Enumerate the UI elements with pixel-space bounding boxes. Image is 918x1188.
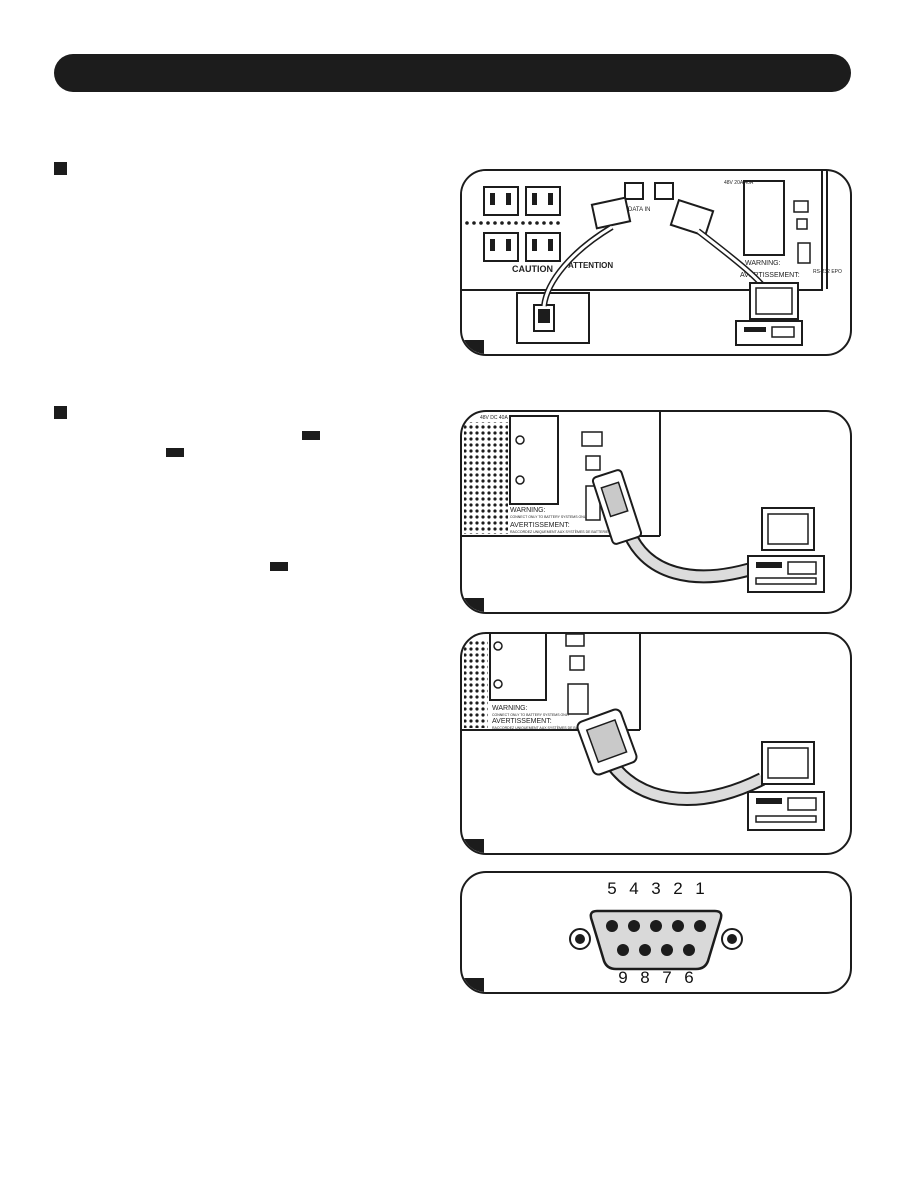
pin-number: 9 (618, 968, 628, 987)
section-header-bar (54, 54, 851, 92)
pin-number: 8 (640, 968, 650, 987)
serial-illustration: WARNING: CONNECT ONLY TO BATTERY SYSTEMS… (462, 634, 825, 831)
figure-ref-tag (270, 562, 288, 571)
figure-tag (462, 978, 484, 992)
pin-number: 1 (695, 879, 705, 898)
db9-connector-diagram (569, 909, 743, 971)
figure-ref-tag (166, 448, 184, 457)
figure-tag (462, 598, 484, 612)
svg-text:CONNECT ONLY TO BATTERY SYSTEM: CONNECT ONLY TO BATTERY SYSTEMS ONLY (510, 515, 588, 519)
illustration-panel-usb: 48V DC 40A WARNING: CONNECT ONLY TO BATT… (460, 410, 852, 614)
svg-text:DATA IN: DATA IN (628, 207, 650, 213)
pin-number: 3 (651, 879, 661, 898)
svg-text:AVERTISSEMENT:: AVERTISSEMENT: (740, 272, 800, 279)
figure-tag (462, 340, 484, 354)
svg-text:CAUTION: CAUTION (512, 264, 553, 274)
pin-number: 6 (684, 968, 694, 987)
svg-text:48V DC 40A: 48V DC 40A (480, 415, 508, 421)
svg-text:RS-232 EPO: RS-232 EPO (813, 269, 842, 275)
svg-text:WARNING:: WARNING: (492, 705, 528, 712)
svg-text:ATTENTION: ATTENTION (568, 261, 613, 270)
svg-text:WARNING:: WARNING: (510, 507, 546, 514)
pin-number: 5 (607, 879, 617, 898)
figure-ref-tag (302, 431, 320, 440)
illustration-panel-serial: WARNING: CONNECT ONLY TO BATTERY SYSTEMS… (460, 632, 852, 855)
rj45-illustration: CAUTION ATTENTION DATA IN 48V 20A 40A WA… (462, 171, 842, 346)
step-bullet-1 (54, 162, 67, 175)
svg-text:RACCORDEZ UNIQUEMENT AUX SYSTÈ: RACCORDEZ UNIQUEMENT AUX SYSTÈMES DE BAT… (510, 529, 609, 534)
svg-text:WARNING:: WARNING: (745, 260, 781, 267)
svg-text:RACCORDEZ UNIQUEMENT AUX SYSTÈ: RACCORDEZ UNIQUEMENT AUX SYSTÈMES DE BAT… (492, 725, 591, 730)
pin-number: 2 (673, 879, 683, 898)
figure-tag (462, 839, 484, 853)
pin-number: 4 (629, 879, 639, 898)
pin-number: 7 (662, 968, 672, 987)
step-bullet-2 (54, 406, 67, 419)
svg-text:AVERTISSEMENT:: AVERTISSEMENT: (510, 522, 570, 529)
usb-illustration: 48V DC 40A WARNING: CONNECT ONLY TO BATT… (462, 412, 825, 593)
svg-text:CONNECT ONLY TO BATTERY SYSTEM: CONNECT ONLY TO BATTERY SYSTEMS ONLY (492, 713, 570, 717)
illustration-panel-rj45: CAUTION ATTENTION DATA IN 48V 20A 40A WA… (460, 169, 852, 356)
svg-text:48V 20A 40A: 48V 20A 40A (724, 180, 754, 186)
svg-text:AVERTISSEMENT:: AVERTISSEMENT: (492, 718, 552, 725)
